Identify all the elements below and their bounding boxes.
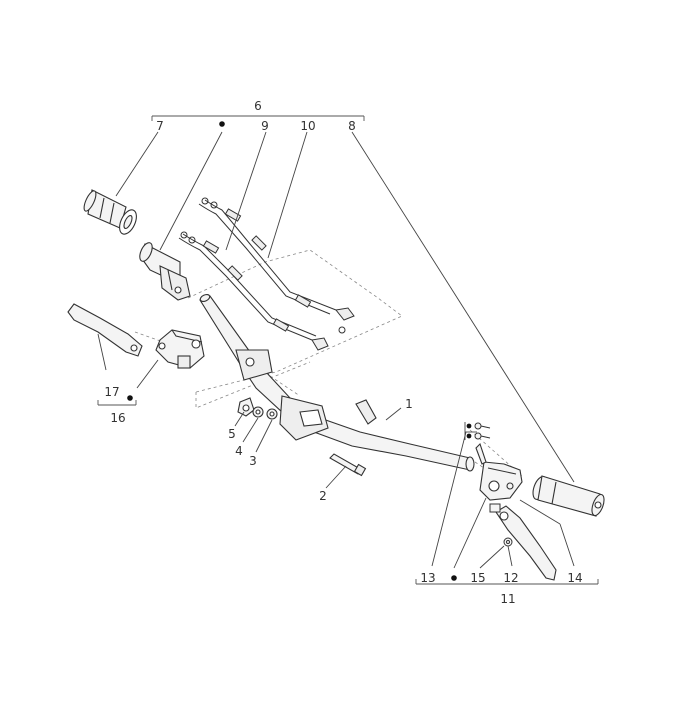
- left-master-cylinder: [155, 329, 205, 369]
- right-brake-lever: [495, 505, 557, 581]
- callout-16: 16: [110, 411, 125, 425]
- right-master-cylinder: [475, 442, 523, 501]
- callout-12: 12: [503, 571, 518, 585]
- pin-15: [503, 537, 513, 547]
- callout-15: 15: [470, 571, 485, 585]
- group-bracket-top: [151, 115, 365, 121]
- bullet-dots: [127, 121, 472, 581]
- callout-8: 8: [348, 119, 356, 133]
- callout-1: 1: [405, 397, 413, 411]
- callout-labels: 6 7 9 10 8 1 17 16 5 4 3 2 13 15 12 14 1…: [104, 99, 582, 606]
- throttle-cables: [178, 197, 355, 351]
- bullet-dot-screw-1: [466, 423, 472, 429]
- callout-4: 4: [235, 444, 243, 458]
- bullet-dot-top: [219, 121, 225, 127]
- leader-lines: [97, 131, 575, 569]
- callout-10: 10: [300, 119, 315, 133]
- bullet-dot-screw-2: [466, 433, 472, 439]
- callout-13: 13: [420, 571, 435, 585]
- callout-9: 9: [261, 119, 269, 133]
- throttle-grip: [139, 242, 191, 301]
- screws-13: [474, 422, 491, 440]
- callout-7: 7: [156, 119, 164, 133]
- pivot-parts: [489, 503, 501, 513]
- callout-6: 6: [254, 99, 262, 113]
- callout-11: 11: [500, 592, 515, 606]
- group-bracket-bottom: [415, 579, 599, 585]
- right-grip: [532, 475, 605, 517]
- handlebar-main: [199, 294, 475, 472]
- left-brake-lever: [67, 303, 143, 357]
- hardware-3-4-5: [237, 397, 278, 420]
- bullet-dot-left: [127, 395, 133, 401]
- callout-17: 17: [104, 385, 119, 399]
- group-bracket-left: [97, 400, 137, 406]
- callout-14: 14: [567, 571, 582, 585]
- bolt-2: [329, 453, 367, 477]
- callout-5: 5: [228, 427, 236, 441]
- bullet-dot-bottom: [451, 575, 457, 581]
- callout-2: 2: [319, 489, 327, 503]
- left-grip: [83, 189, 137, 235]
- callout-3: 3: [249, 454, 257, 468]
